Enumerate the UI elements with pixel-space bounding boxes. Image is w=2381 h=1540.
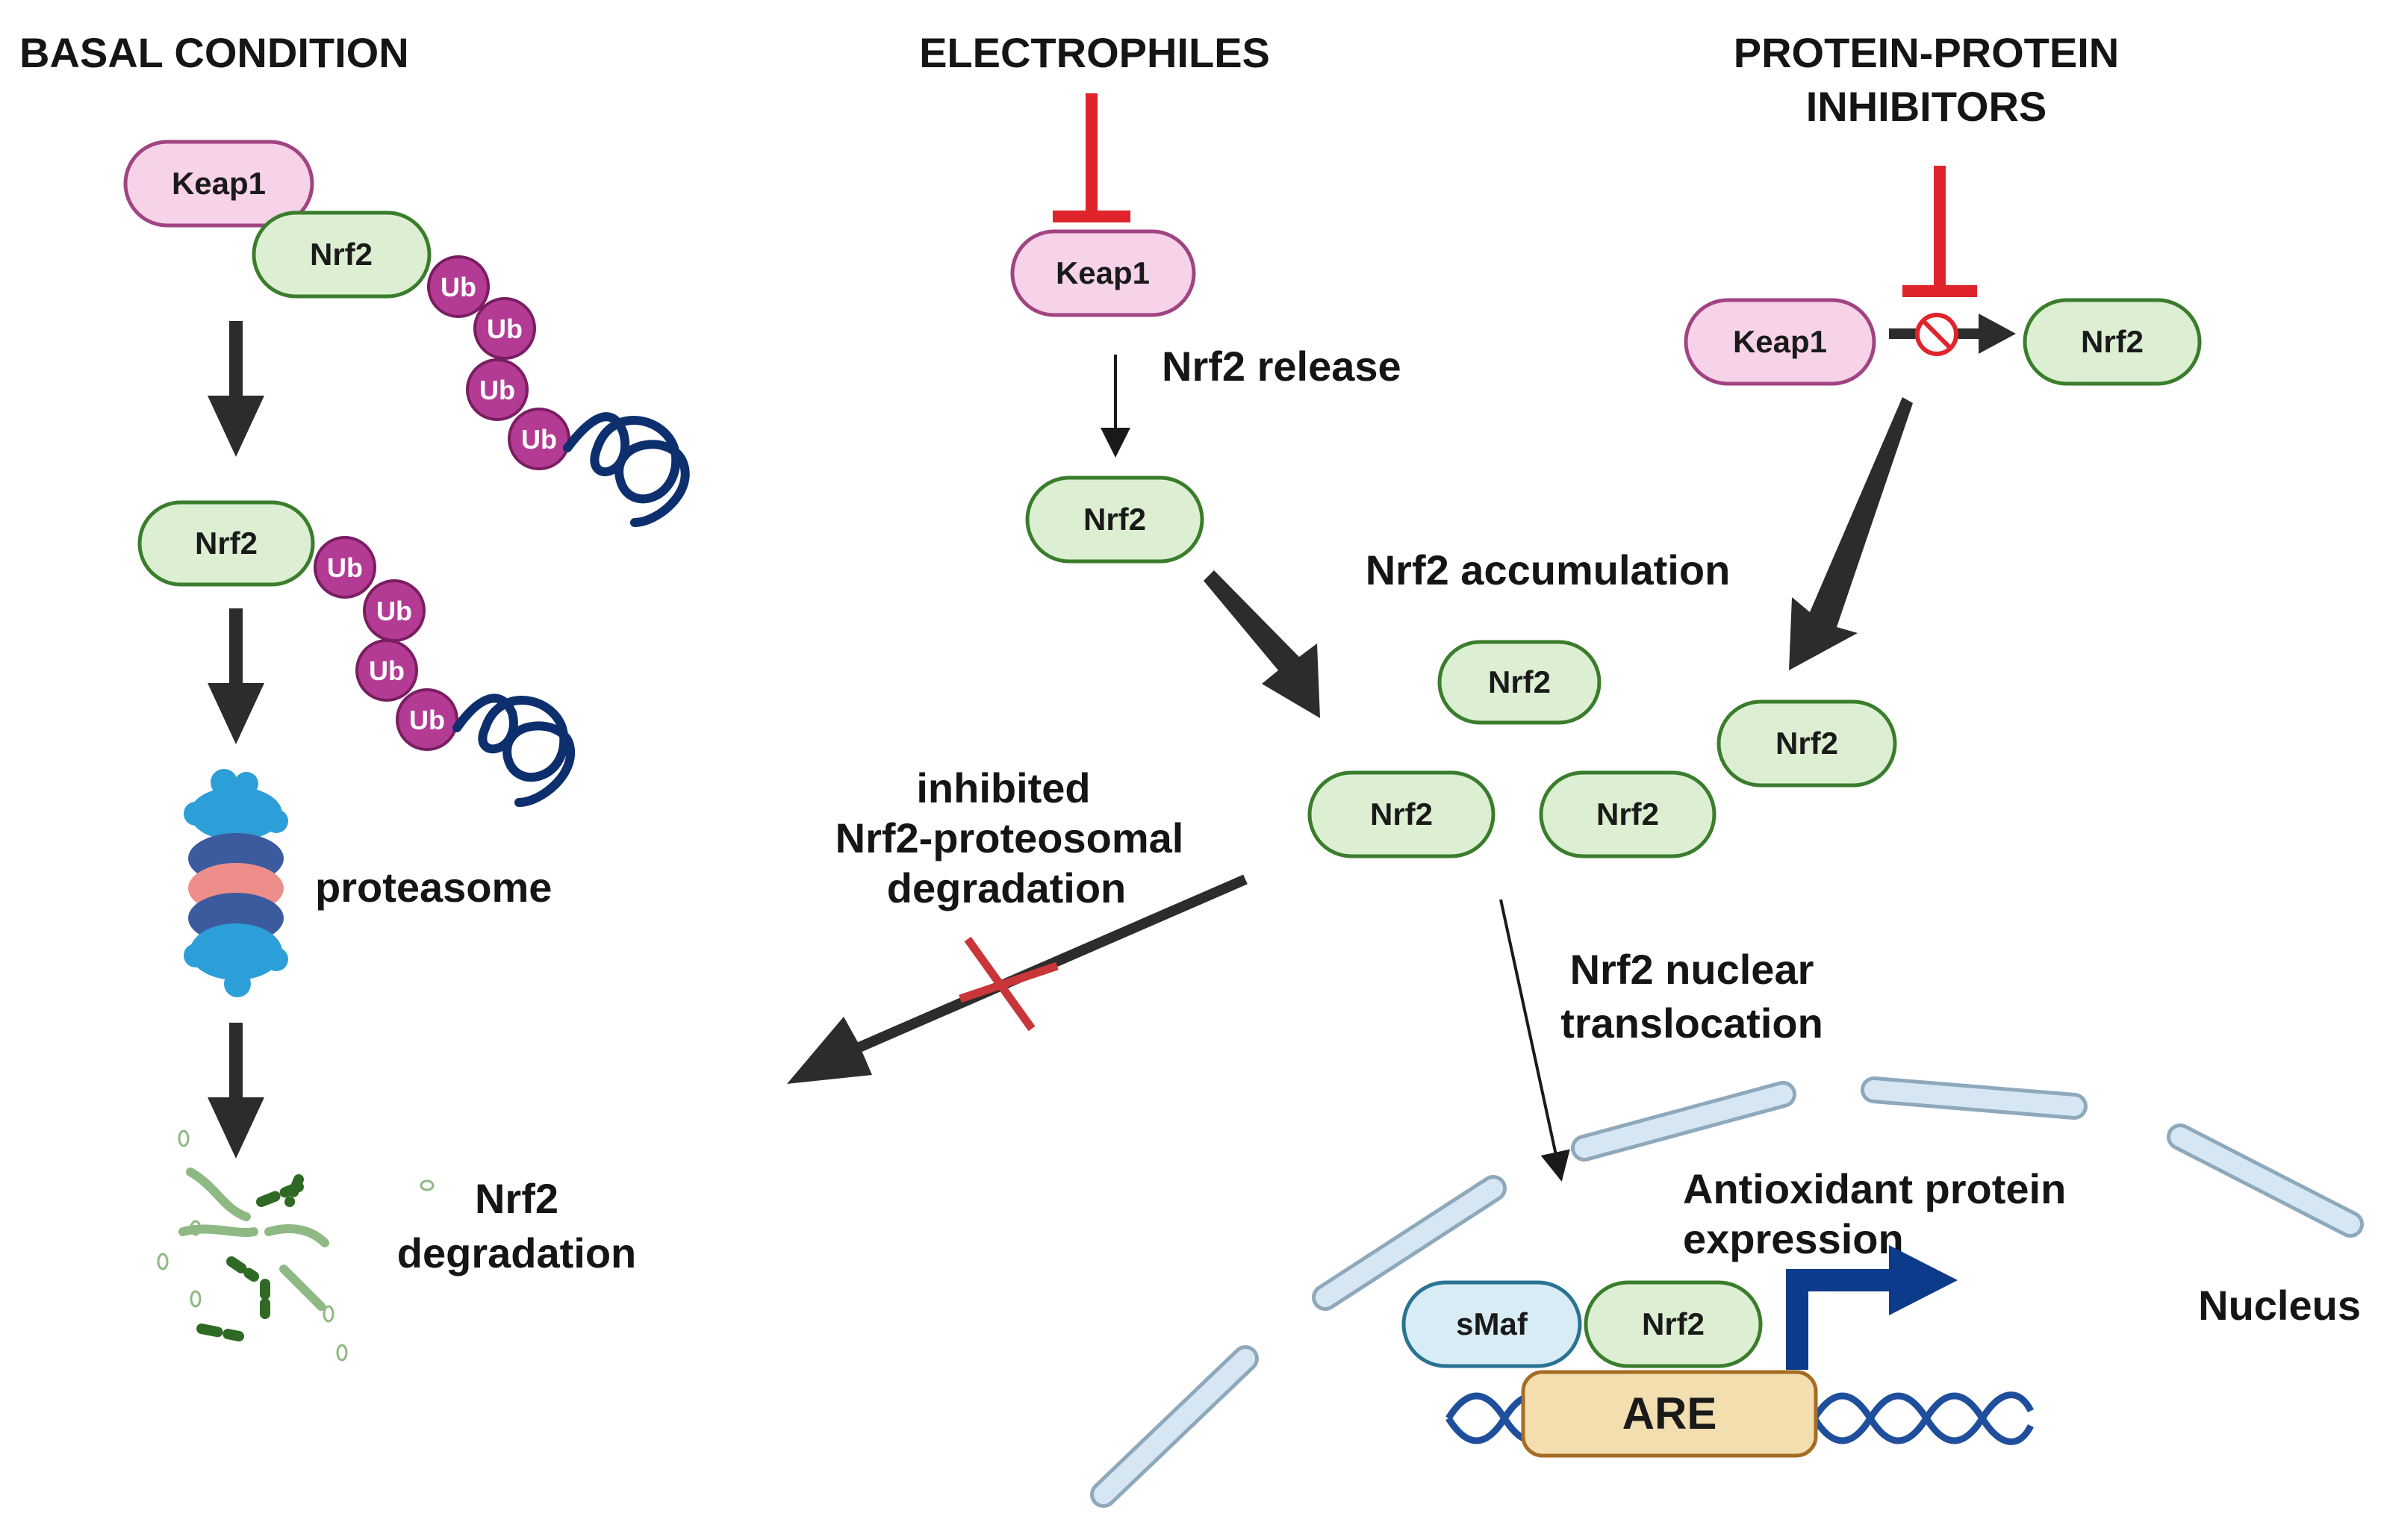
basal-keap1-nrf2-complex: Keap1 Nrf2 [123, 140, 432, 299]
release-label: Nrf2 release [1162, 343, 1401, 390]
nrf2-pill [1437, 640, 1602, 725]
nrf2-label: Nrf2 [1596, 797, 1659, 832]
nrf2-label: Nrf2 [2081, 324, 2144, 359]
proteasome-icon [184, 769, 288, 997]
ub-label: Ub [487, 314, 523, 344]
header-ppi-line1: PROTEIN-PROTEIN [1734, 29, 2119, 76]
nrf2-pill [1307, 770, 1495, 858]
basal-arrow-3 [208, 1023, 264, 1159]
accumulation-label: Nrf2 accumulation [1366, 546, 1731, 593]
unfolded-protein-squiggle [452, 693, 575, 807]
ub-circle [473, 297, 536, 360]
nrf2-pill [1539, 770, 1717, 858]
keap1-label: Keap1 [172, 166, 266, 201]
ub-label: Ub [521, 424, 557, 455]
to-accumulation-arrow [1204, 570, 1320, 718]
nrf2-pill [1025, 476, 1204, 564]
nrf2-pill [252, 211, 432, 299]
ppi-to-accumulation-arrow [1789, 397, 1913, 670]
inhibited-label-line1: inhibited [916, 764, 1090, 811]
basal-arrow-2 [208, 608, 264, 744]
ubiquitin-chain-1: Ub Ub Ub Ub [427, 255, 570, 470]
inhibited-label-line2: Nrf2-proteosomal [835, 814, 1184, 861]
expression-label-line1: Antioxidant protein [1683, 1165, 2066, 1212]
nrf2-pill [1717, 699, 1897, 788]
translocation-label-line1: Nrf2 nuclear [1570, 946, 1814, 993]
nrf2-pill [137, 500, 315, 587]
are-label: ARE [1622, 1388, 1717, 1438]
header-electrophiles: ELECTROPHILES [919, 29, 1270, 76]
nrf2-label: Nrf2 [1370, 797, 1433, 832]
ub-label: Ub [376, 596, 412, 626]
keap1-label: Keap1 [1733, 324, 1827, 359]
transcription-arrow-icon [1786, 1245, 1958, 1370]
ub-label: Ub [369, 655, 405, 686]
blocked-x-icon [959, 936, 1059, 1032]
translocation-arrow [1499, 899, 1570, 1182]
ub-label: Ub [441, 272, 476, 302]
nrf2-label: Nrf2 [1642, 1306, 1705, 1341]
degradation-label-line1: Nrf2 [475, 1175, 558, 1222]
ub-circle [427, 255, 490, 318]
keap1-pill [1010, 229, 1196, 317]
degraded-fragments-icon [157, 1129, 435, 1362]
keap1-pill [123, 140, 314, 228]
nrf2-label: Nrf2 [310, 237, 373, 272]
ub-label: Ub [409, 705, 445, 735]
keap1-pill [1684, 298, 1876, 386]
nrf2-pill [1584, 1280, 1763, 1368]
ub-circle [466, 358, 529, 421]
nucleus-label: Nucleus [2198, 1282, 2361, 1329]
prohibited-icon [1915, 313, 1958, 356]
keap1-label: Keap1 [1056, 255, 1150, 290]
nrf2-label: Nrf2 [1083, 502, 1146, 537]
are-box [1521, 1370, 1818, 1458]
proteasome-label: proteasome [315, 864, 552, 911]
degradation-label-line2: degradation [397, 1229, 636, 1276]
ppi-inhibition-bar [1902, 166, 1977, 297]
nuclear-envelope [1090, 1076, 2364, 1508]
nrf2-pill [2023, 298, 2202, 386]
header-basal-condition: BASAL CONDITION [19, 29, 409, 76]
inhibited-label-line3: degradation [887, 864, 1126, 911]
nrf2-label: Nrf2 [1488, 664, 1551, 699]
smaf-label: sMaf [1456, 1306, 1528, 1341]
ub-circle [396, 688, 458, 751]
smaf-pill [1401, 1280, 1582, 1368]
header-ppi-line2: INHIBITORS [1806, 83, 2047, 130]
ub-label: Ub [327, 552, 363, 583]
ubiquitin-chain-2: Ub Ub Ub Ub [314, 536, 458, 751]
nrf2-label: Nrf2 [195, 526, 258, 561]
nrf2-label: Nrf2 [1775, 726, 1838, 761]
expression-label-line2: expression [1683, 1215, 1904, 1262]
basal-arrow-1 [208, 321, 264, 457]
ub-circle [355, 639, 418, 702]
translocation-label-line2: translocation [1560, 1000, 1823, 1047]
unfolded-protein-squiggle [563, 412, 690, 527]
ub-label: Ub [479, 375, 515, 405]
electrophile-inhibition-bar [1053, 93, 1130, 222]
ub-circle [314, 536, 376, 599]
